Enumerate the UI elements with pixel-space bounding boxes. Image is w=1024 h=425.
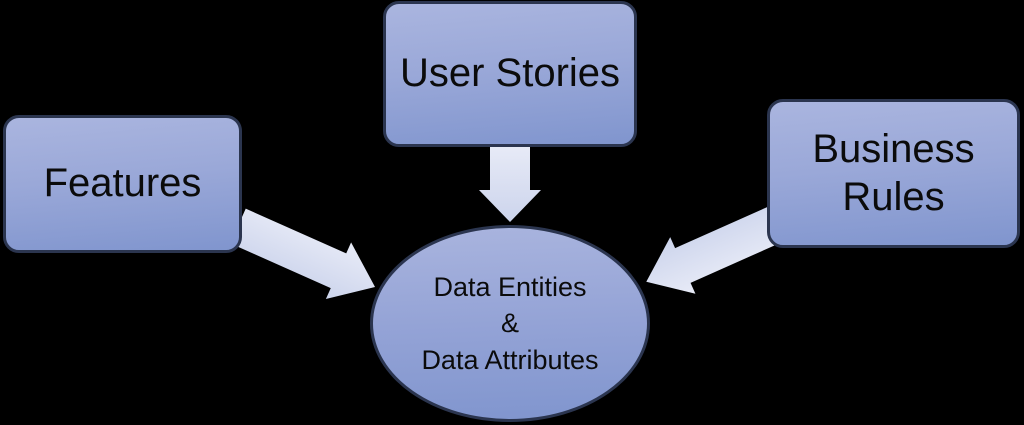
center-line-1: Data Entities bbox=[433, 271, 587, 302]
node-business-rules: Business Rules bbox=[767, 99, 1020, 248]
arrow-user-stories-to-center bbox=[479, 144, 541, 222]
node-data-entities-ellipse: Data Entities & Data Attributes bbox=[370, 225, 650, 422]
node-business-rules-label: Business Rules bbox=[812, 127, 975, 219]
node-features: Features bbox=[3, 115, 242, 253]
node-user-stories: User Stories bbox=[383, 1, 637, 147]
arrow-business-rules-to-center bbox=[646, 206, 784, 294]
center-line-3: Data Attributes bbox=[421, 344, 599, 375]
node-features-label: Features bbox=[43, 161, 202, 206]
node-user-stories-label: User Stories bbox=[399, 51, 621, 96]
arrow-features-to-center bbox=[230, 208, 376, 300]
center-line-2: & bbox=[500, 308, 519, 339]
